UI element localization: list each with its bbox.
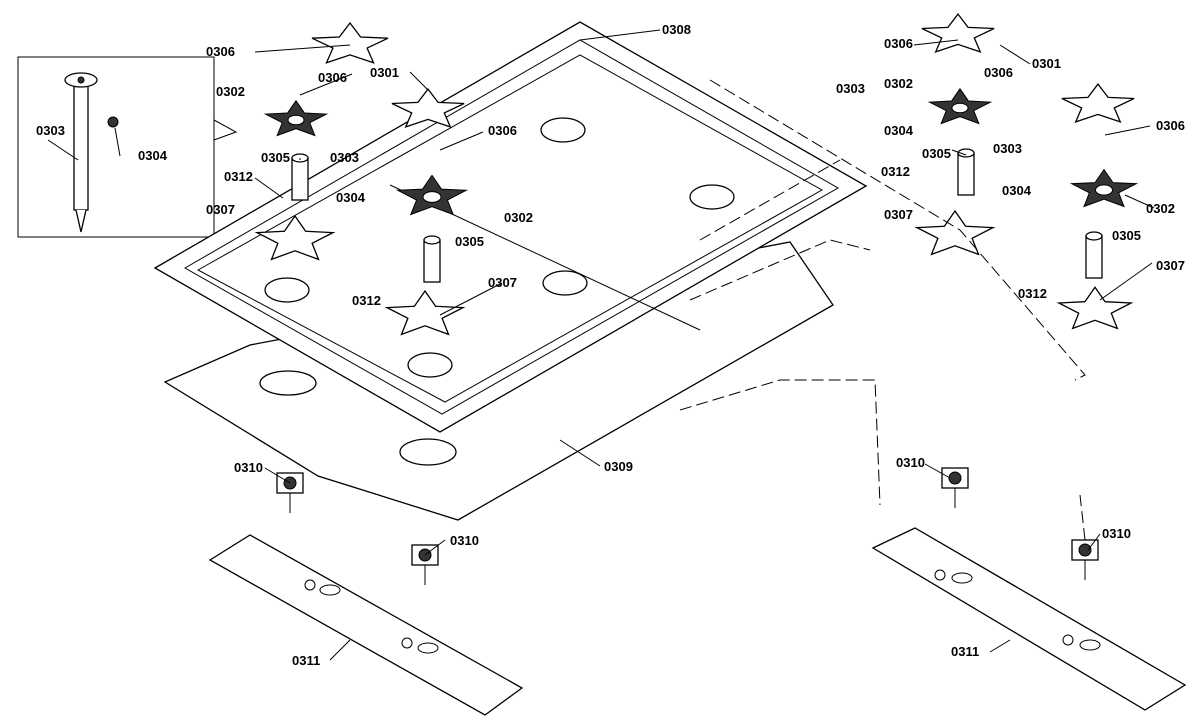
part-label: 0306 bbox=[206, 44, 235, 59]
burner-crown-0302-hub bbox=[422, 191, 442, 203]
burner-seat bbox=[540, 117, 586, 143]
burner-base-0307 bbox=[384, 289, 466, 336]
leader-line bbox=[254, 44, 351, 53]
part-label: 0310 bbox=[896, 455, 925, 470]
part-label: 0310 bbox=[1102, 526, 1131, 541]
gas-valve-nozzle bbox=[948, 471, 962, 485]
part-label: 0303 bbox=[836, 81, 865, 96]
part-label: 0312 bbox=[352, 293, 381, 308]
leader-line bbox=[1124, 194, 1155, 209]
mounting-bar-right-0311 bbox=[871, 527, 1187, 711]
part-label: 0303 bbox=[993, 141, 1022, 156]
leader-line bbox=[1087, 533, 1101, 551]
part-label: 0306 bbox=[984, 65, 1013, 80]
leader-line bbox=[1099, 262, 1153, 301]
part-label: 0309 bbox=[604, 459, 633, 474]
burner-crown-0302-hub bbox=[1095, 184, 1113, 196]
burner-parts bbox=[254, 13, 1139, 585]
part-label: 0310 bbox=[450, 533, 479, 548]
leader-line bbox=[559, 439, 601, 467]
leader-line bbox=[114, 127, 121, 157]
injector-tube-0305 bbox=[957, 152, 975, 196]
part-label: 0306 bbox=[318, 70, 347, 85]
leader-line bbox=[439, 282, 503, 316]
leader-line bbox=[951, 149, 967, 156]
part-label: 0305 bbox=[1112, 228, 1141, 243]
part-label: 0304 bbox=[138, 148, 168, 163]
burner-crown-0302-hub bbox=[951, 102, 969, 114]
burner-cap-0301 bbox=[921, 13, 995, 53]
leader-line bbox=[913, 39, 959, 46]
burner-crown-0302-hub bbox=[287, 114, 305, 126]
leader-line bbox=[329, 639, 351, 661]
burner-cap-0301 bbox=[391, 88, 465, 128]
right-assembly-guides bbox=[679, 79, 1086, 541]
part-label: 0303 bbox=[330, 150, 359, 165]
leader-line bbox=[1104, 125, 1151, 136]
part-label: 0312 bbox=[881, 164, 910, 179]
part-label: 0304 bbox=[336, 190, 366, 205]
part-label: 0302 bbox=[216, 84, 245, 99]
part-label: 0304 bbox=[884, 123, 914, 138]
leader-line bbox=[409, 71, 429, 91]
injector-tube-0305 bbox=[1085, 235, 1103, 279]
part-label: 0302 bbox=[1146, 201, 1175, 216]
gas-valve-nozzle bbox=[1078, 543, 1092, 557]
hob-plate-0308 bbox=[153, 21, 868, 433]
part-label: 0301 bbox=[370, 65, 399, 80]
part-label: 0312 bbox=[224, 169, 253, 184]
leader-line bbox=[439, 131, 484, 151]
leader-line bbox=[264, 467, 291, 484]
leader-line bbox=[47, 139, 79, 161]
part-label: 0307 bbox=[884, 207, 913, 222]
burner-seat bbox=[407, 352, 453, 378]
part-label: 0305 bbox=[261, 150, 290, 165]
burner-cap-0301 bbox=[311, 21, 389, 64]
part-label: 0311 bbox=[951, 644, 979, 659]
part-label: 0307 bbox=[488, 275, 517, 290]
injector-tube-top bbox=[957, 148, 975, 158]
part-labels: 0306 0306 0301 0302 0303 0304 0305 0303 0306 0312… bbox=[36, 22, 1185, 668]
injector-tube-top bbox=[423, 235, 441, 245]
leader-lines bbox=[47, 29, 1155, 661]
part-label: 0307 bbox=[1156, 258, 1185, 273]
part-label: 0302 bbox=[504, 210, 533, 225]
part-label: 0306 bbox=[884, 36, 913, 51]
leader-line bbox=[254, 177, 284, 199]
burner-cap-0301 bbox=[1061, 83, 1135, 123]
part-label: 0305 bbox=[455, 234, 484, 249]
part-label: 0302 bbox=[884, 76, 913, 91]
leader-line bbox=[999, 44, 1031, 65]
leader-line bbox=[424, 539, 446, 556]
part-label: 0307 bbox=[206, 202, 235, 217]
mounting-bar-left-0311 bbox=[208, 534, 524, 716]
part-label: 0301 bbox=[1032, 56, 1061, 71]
leader-line bbox=[299, 73, 353, 96]
leader-line bbox=[924, 463, 951, 479]
detail-inset bbox=[17, 56, 238, 238]
part-label: 0310 bbox=[234, 460, 263, 475]
burner-base-0307 bbox=[1056, 286, 1134, 330]
part-label: 0311 bbox=[292, 653, 320, 668]
burner-seat bbox=[542, 270, 588, 296]
part-label: 0303 bbox=[36, 123, 65, 138]
burner-seat bbox=[264, 277, 310, 303]
part-label: 0306 bbox=[488, 123, 517, 138]
burner-base-0307 bbox=[254, 214, 336, 261]
injector-tube-0305 bbox=[423, 239, 441, 283]
injector-tube-0305 bbox=[291, 157, 309, 201]
leader-line bbox=[989, 639, 1011, 653]
injector-tube-top bbox=[1085, 231, 1103, 241]
part-label: 0304 bbox=[1002, 183, 1032, 198]
part-label: 0305 bbox=[922, 146, 951, 161]
part-label: 0308 bbox=[662, 22, 691, 37]
leader-line bbox=[579, 29, 661, 41]
part-label: 0312 bbox=[1018, 286, 1047, 301]
burner-seat bbox=[689, 184, 735, 210]
part-label: 0306 bbox=[1156, 118, 1185, 133]
burner-base-0307 bbox=[914, 209, 996, 256]
